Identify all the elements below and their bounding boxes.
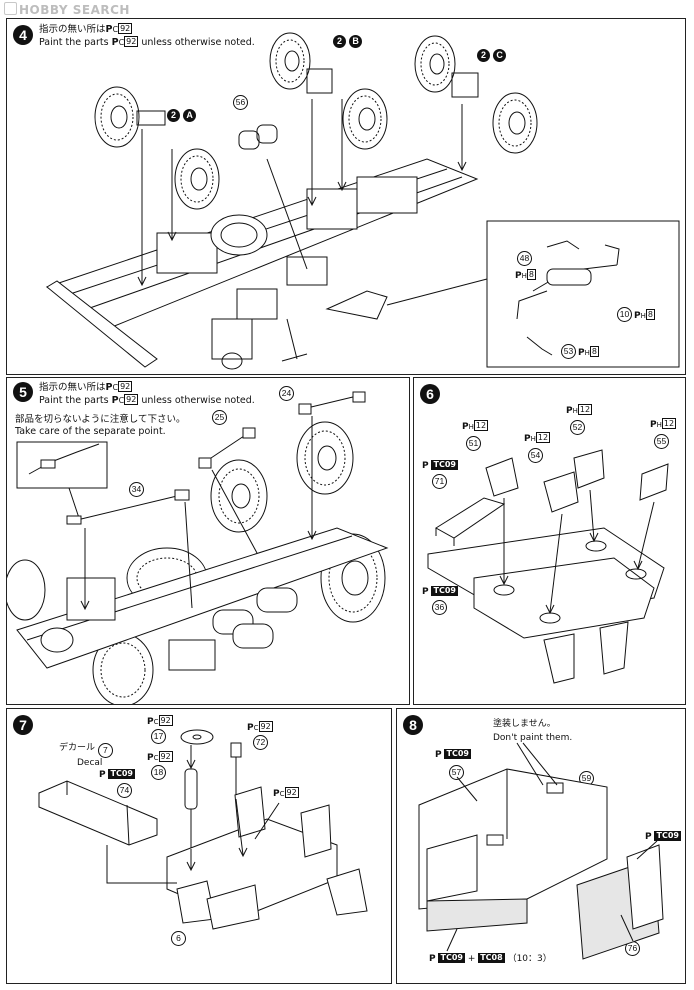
part-48: 48 — [517, 251, 532, 266]
driveshafts — [67, 392, 365, 524]
mix-paint: P TC09 + TC08 （10：3） — [429, 953, 552, 964]
sub-assembly-2c: 2 C — [477, 49, 507, 62]
part-56: 56 — [233, 95, 248, 110]
part-54: 54 — [528, 448, 543, 463]
step-8-panel: 8 塗装しません。 Don't paint them. P TC09 57 59… — [396, 708, 686, 984]
wheel-2b — [270, 33, 387, 149]
watermark-logo-icon — [4, 2, 17, 15]
part-71: 71 — [432, 474, 447, 489]
step-4-note-jp: 指示の無い所は — [39, 24, 106, 35]
step-6-number: 6 — [420, 384, 440, 404]
part-57-paint: P TC09 — [435, 749, 471, 760]
paint-c-icon: P — [105, 24, 113, 35]
wheel-2a — [95, 87, 219, 209]
step-4-note-en: Paint the parts — [39, 37, 109, 48]
caution-inset — [17, 442, 107, 518]
part-25: 25 — [212, 410, 227, 425]
step-7-interior-drawing — [7, 709, 392, 984]
seat-parts — [486, 450, 668, 512]
no-paint-note-en: Don't paint them. — [493, 733, 573, 743]
part-36-paint: P TC09 — [422, 586, 458, 597]
part-6: 6 — [171, 931, 186, 946]
cab-floor-6 — [167, 787, 367, 929]
step-5-arrows — [81, 416, 316, 609]
sub-assembly-2a: 2 A — [167, 109, 197, 122]
step-8-leaders — [447, 743, 657, 951]
step-6-arrows — [500, 490, 654, 613]
step-4-inset — [487, 221, 679, 367]
cab-shell-57 — [419, 769, 607, 931]
part-36: 36 — [432, 600, 447, 615]
watermark: HOBBY SEARCH — [4, 2, 130, 17]
step-8-cab-body-drawing — [397, 709, 686, 984]
decal-7-label: デカール 7 — [59, 743, 113, 758]
part-17: 17 — [151, 729, 166, 744]
no-paint-note-jp: 塗装しません。 — [493, 719, 556, 729]
part-24: 24 — [279, 386, 294, 401]
frame — [17, 528, 387, 670]
side-panel-paint: P TC09 — [645, 831, 681, 842]
step-5-caution: 部品を切らないように注意して下さい。 Take care of the sepa… — [15, 414, 186, 437]
floor-drawing — [428, 528, 664, 683]
chassis-frame — [47, 159, 477, 369]
wheel-2c — [415, 36, 537, 153]
sub-assembly-2b: 2 B — [333, 35, 363, 48]
steering-wheel-17 — [181, 730, 213, 744]
part-10: 10 — [617, 307, 632, 322]
part-74-paint: P TC09 — [99, 769, 135, 780]
step-5-number: 5 — [13, 382, 33, 402]
part-55: 55 — [654, 434, 669, 449]
dashboard-part-74 — [39, 781, 157, 845]
part-53: 53 — [561, 344, 576, 359]
assembly-arrows — [138, 99, 487, 305]
part-74: 74 — [117, 783, 132, 798]
steering-column-18 — [185, 769, 197, 849]
lever-72 — [231, 743, 241, 799]
part-18: 18 — [151, 765, 166, 780]
decal-7-label-en: Decal — [77, 758, 103, 768]
part-34: 34 — [129, 482, 144, 497]
part-56-drawing — [239, 125, 277, 149]
step-8-number: 8 — [403, 715, 423, 735]
step-4-number: 4 — [13, 25, 33, 45]
part-71-drawing — [436, 498, 504, 546]
part-71-paint: P TC09 — [422, 460, 458, 471]
step-4-chassis-drawing — [7, 19, 686, 375]
part-72: 72 — [253, 735, 268, 750]
step-7-number: 7 — [13, 715, 33, 735]
step-6-cab-floor-drawing — [414, 378, 686, 705]
step-5-drivetrain-drawing — [7, 378, 410, 704]
step-7-arrows — [107, 745, 279, 883]
part-52: 52 — [570, 420, 585, 435]
part-51: 51 — [466, 436, 481, 451]
part-57: 57 — [449, 765, 464, 780]
